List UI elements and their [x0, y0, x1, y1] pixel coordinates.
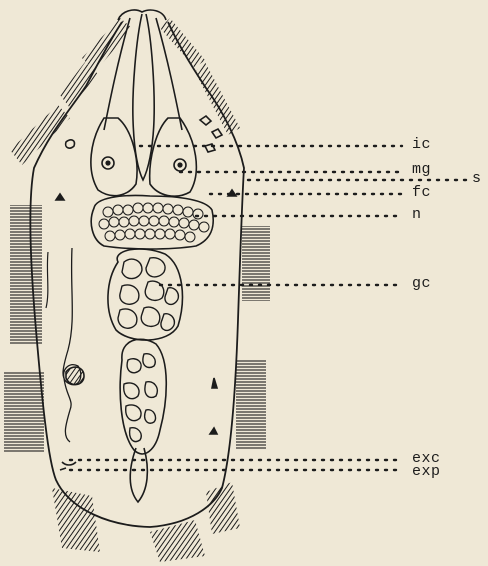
label-fc: fc [412, 185, 431, 200]
label-n: n [412, 207, 422, 222]
label-mg: mg [412, 162, 431, 177]
label-exp: exp [412, 464, 441, 479]
gland-cell-right [150, 118, 197, 196]
gland-cell-left [91, 118, 137, 196]
label-gc: gc [412, 276, 431, 291]
label-ic: ic [412, 137, 431, 152]
label-s: s [472, 171, 482, 186]
excretory-canal [63, 248, 81, 442]
